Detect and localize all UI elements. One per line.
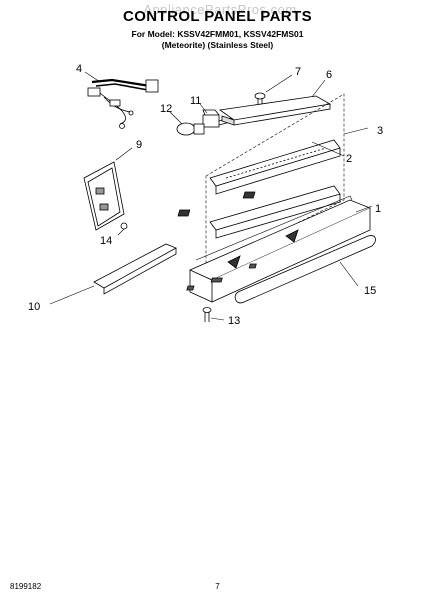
model-line: For Model: KSSV42FMM01, KSSV42FMS01	[131, 29, 304, 39]
wire-harness-part	[84, 71, 159, 129]
callout-10: 10	[28, 301, 40, 313]
bottom-trim-strip-part	[49, 243, 177, 305]
callout-11: 11	[190, 95, 201, 107]
lamp-bulb-part	[169, 111, 205, 136]
fastener-part	[117, 222, 128, 236]
finish-line: (Meteorite) (Stainless Steel)	[161, 40, 274, 50]
callout-13: 13	[228, 315, 240, 327]
callout-4: 4	[76, 63, 82, 75]
callout-14: 14	[100, 235, 112, 247]
callout-12: 12	[160, 103, 172, 115]
callout-7: 7	[295, 66, 301, 78]
control-board-cover-part	[218, 79, 332, 126]
callout-1: 1	[375, 203, 381, 215]
callout-6: 6	[326, 69, 332, 81]
electronic-control-board-part	[177, 139, 345, 239]
callout-3: 3	[377, 125, 383, 137]
control-panel-housing-part	[189, 195, 373, 303]
assembly-frame-outline	[205, 93, 369, 269]
document-number: 8199182	[10, 582, 42, 591]
page-title: CONTROL PANEL PARTS	[123, 8, 312, 25]
screw-part-13	[202, 307, 225, 322]
interface-touchpad-part	[83, 147, 133, 231]
callout-9: 9	[136, 139, 142, 151]
page-number: 7	[215, 582, 220, 591]
front-control-panel-part	[186, 235, 376, 304]
watermark: AppliancePartsPros.com	[143, 2, 297, 17]
callout-15: 15	[364, 285, 376, 297]
callout-2: 2	[346, 153, 352, 165]
